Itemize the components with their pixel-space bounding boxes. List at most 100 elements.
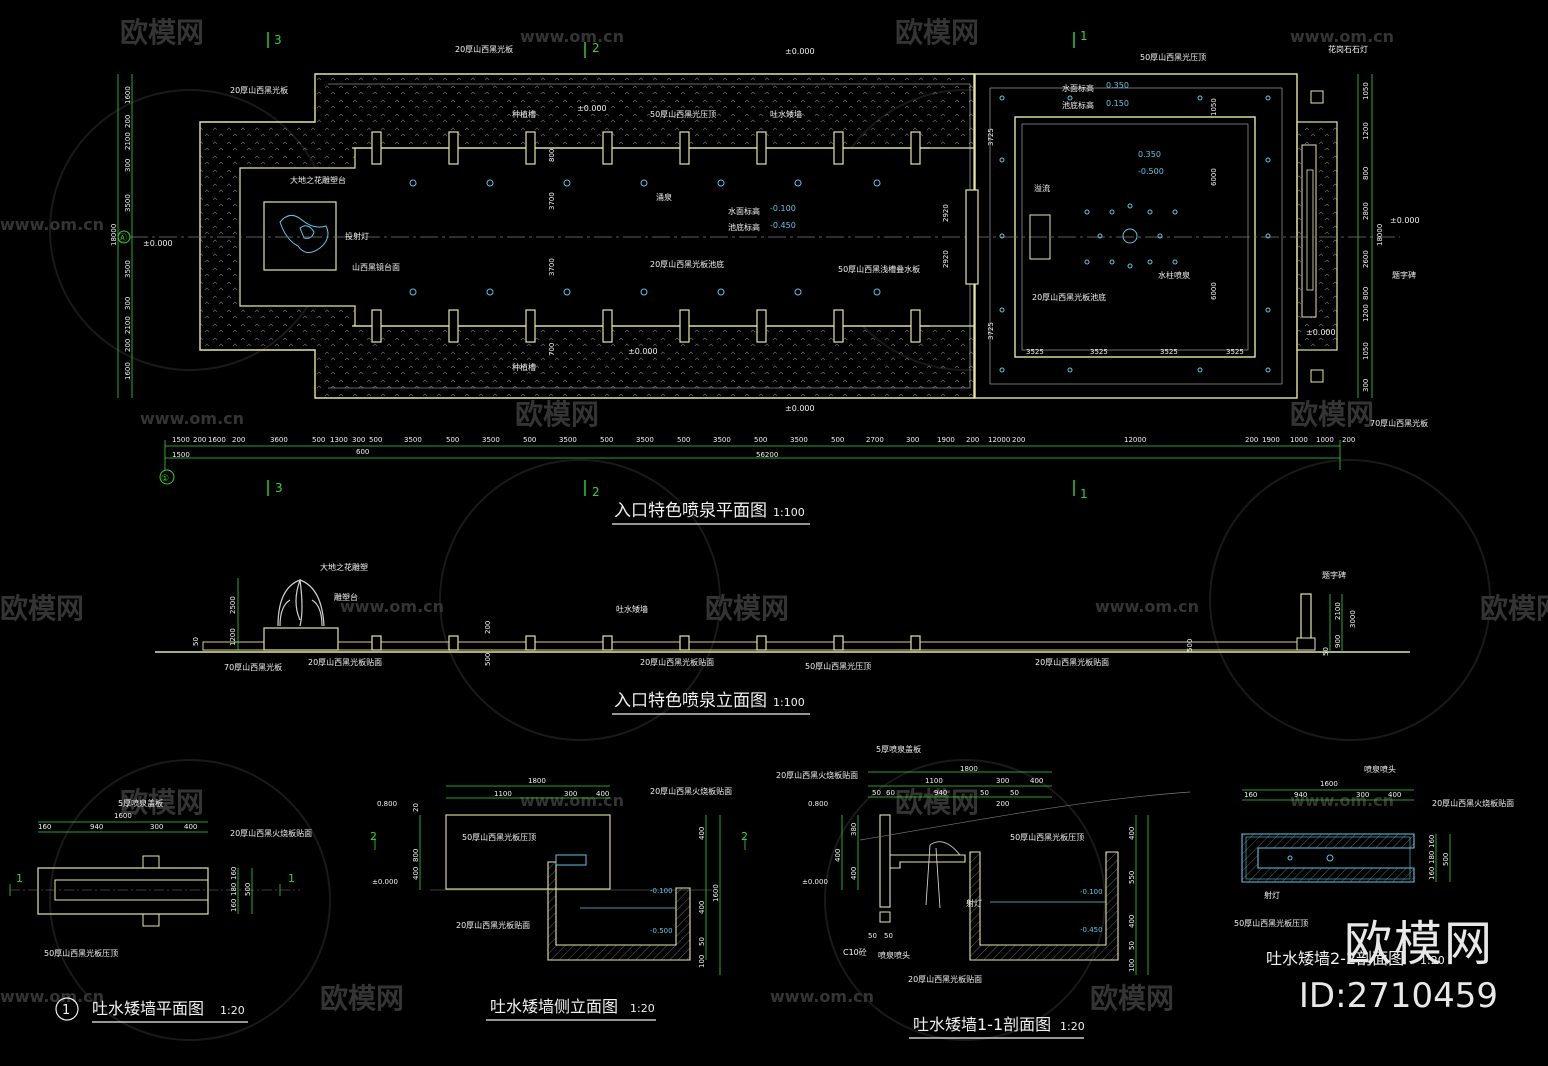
water-level: 0.150 <box>1106 99 1129 108</box>
dim: 500 <box>754 436 767 444</box>
watermark-brand: 欧模网 <box>705 592 789 625</box>
label: 50厚山西黑光压顶 <box>805 661 871 671</box>
dim: 200 <box>1245 436 1258 444</box>
watermark-url: www.om.cn <box>1290 27 1394 46</box>
dim: 200 <box>966 436 979 444</box>
section-mark: 3 <box>275 481 283 495</box>
elevation-mark: ±0.000 <box>143 239 173 248</box>
plan-title: 入口特色喷泉平面图 <box>614 501 767 521</box>
dim: 1600 <box>208 436 226 444</box>
elevation-mark: ±0.000 <box>785 404 815 413</box>
dim: 2500 <box>229 596 237 614</box>
section-mark: 1 <box>1080 487 1088 501</box>
label: 池底标高 <box>1062 100 1094 110</box>
watermark-url: www.om.cn <box>0 215 104 234</box>
dim: 160 <box>1428 835 1436 848</box>
dim: 1050 <box>1362 342 1370 360</box>
watermark-url: www.om.cn <box>520 27 624 46</box>
label: 20厚山西黑光板贴面 <box>456 920 530 930</box>
label: 5厚喷泉盖板 <box>876 744 921 754</box>
label: 大地之花雕塑台 <box>290 175 346 185</box>
plan-piers <box>352 131 930 343</box>
water-level: 0.350 <box>1138 150 1161 159</box>
plan-section-marks <box>267 32 1075 496</box>
dim: 940 <box>1294 791 1307 799</box>
dim: 160 <box>230 867 238 880</box>
dim: 500 <box>523 436 536 444</box>
watermark-brand: 欧模网 <box>515 398 599 431</box>
wall-section2-detail <box>1241 789 1451 883</box>
dim: 1900 <box>1262 436 1280 444</box>
section-mark: 3 <box>274 33 282 47</box>
dim: 1900 <box>937 436 955 444</box>
dim: 3500 <box>636 436 654 444</box>
label: 题字碑 <box>1392 270 1416 280</box>
dim: 500 <box>312 436 325 444</box>
dim: 550 <box>1128 871 1136 884</box>
dim: 3525 <box>1226 348 1244 356</box>
dim: 12000 <box>1124 436 1146 444</box>
axis-mark: ① <box>161 474 169 484</box>
dim: 160 <box>1244 791 1257 799</box>
dim: 6000 <box>1210 168 1218 186</box>
dim: 2920 <box>942 250 950 268</box>
dim: 50 <box>980 789 989 797</box>
dim: 1500 <box>172 451 190 459</box>
label: 水面标高 <box>1062 83 1094 93</box>
dim: 1800 <box>528 777 546 785</box>
dim: 50 <box>1010 789 1019 797</box>
dim: 50 <box>1322 647 1330 656</box>
dim: 400 <box>596 790 609 798</box>
dim: 500 <box>484 653 492 666</box>
dim: 940 <box>90 823 103 831</box>
dim: 3500 <box>713 436 731 444</box>
dim: 1600 <box>1320 780 1338 788</box>
plan-scale: 1:100 <box>773 506 805 519</box>
dim: 400 <box>698 901 706 914</box>
plan-annotations: 20厚山西黑光板 50厚山西黑光压顶 20厚山西黑光板 种植槽 50厚山西黑光压… <box>230 44 1428 428</box>
wall-plan-scale: 1:20 <box>220 1004 245 1017</box>
label: 20厚山西黑光板 <box>455 44 513 54</box>
label: 喷泉喷头 <box>1364 764 1396 774</box>
cut-mark: 1 <box>16 872 23 885</box>
dim: 200 <box>484 621 492 634</box>
label: 吐水矮墙 <box>616 604 648 614</box>
dim: 400 <box>1388 791 1401 799</box>
label: 50厚山西黑光压顶 <box>650 109 716 119</box>
label: 50厚山西黑光板压顶 <box>44 948 118 958</box>
label: 50厚山西黑光板压顶 <box>1234 918 1308 928</box>
label: 池底标高 <box>728 222 760 232</box>
dim: 400 <box>834 849 842 862</box>
dim: 3725 <box>987 128 995 146</box>
label: 20厚山西黑火烧板贴面 <box>650 786 732 796</box>
dim: 940 <box>934 789 947 797</box>
dim: 1100 <box>925 777 943 785</box>
dim: 1050 <box>1362 82 1370 100</box>
water-level-marks: 0.350 0.150 0.350 -0.500 -0.100 -0.450 <box>770 81 1164 230</box>
label: 20厚山西黑光板池底 <box>650 259 724 269</box>
dim: 2920 <box>942 204 950 222</box>
elevation-annotations: 大地之花雕塑 雕塑台 吐水矮墙 题字碑 70厚山西黑光板 20厚山西黑光板贴面 … <box>192 562 1357 672</box>
plan-right-dims: 1050 1200 800 2800 2600 800 1200 1050 30… <box>1210 82 1384 392</box>
dim: 3500 <box>482 436 500 444</box>
dim: 2100 <box>124 316 132 334</box>
elevation-inscription-stele <box>1300 593 1312 641</box>
watermark-url: www.om.cn <box>0 987 104 1006</box>
dim: 160 <box>38 823 51 831</box>
wall-section2-scale: 1:20 <box>1420 954 1445 967</box>
plan-dimension-lines <box>117 74 1373 470</box>
dim: 200 <box>1342 436 1355 444</box>
dim: 3500 <box>124 260 132 278</box>
level: -0.100 <box>1080 888 1103 896</box>
watermark-brand: 欧模网 <box>320 982 404 1015</box>
elevation-mark: ±0.000 <box>577 104 607 113</box>
watermark-url: www.om.cn <box>770 987 874 1006</box>
dim: 400 <box>412 867 420 880</box>
dim: 2800 <box>1362 202 1370 220</box>
dim: 2100 <box>1334 602 1342 620</box>
plan-weir <box>965 189 979 285</box>
sculpture-platform <box>263 201 337 271</box>
label: 20厚山西黑火烧板贴面 <box>1432 798 1514 808</box>
label: 50厚山西黑浅槽叠水板 <box>838 264 920 274</box>
